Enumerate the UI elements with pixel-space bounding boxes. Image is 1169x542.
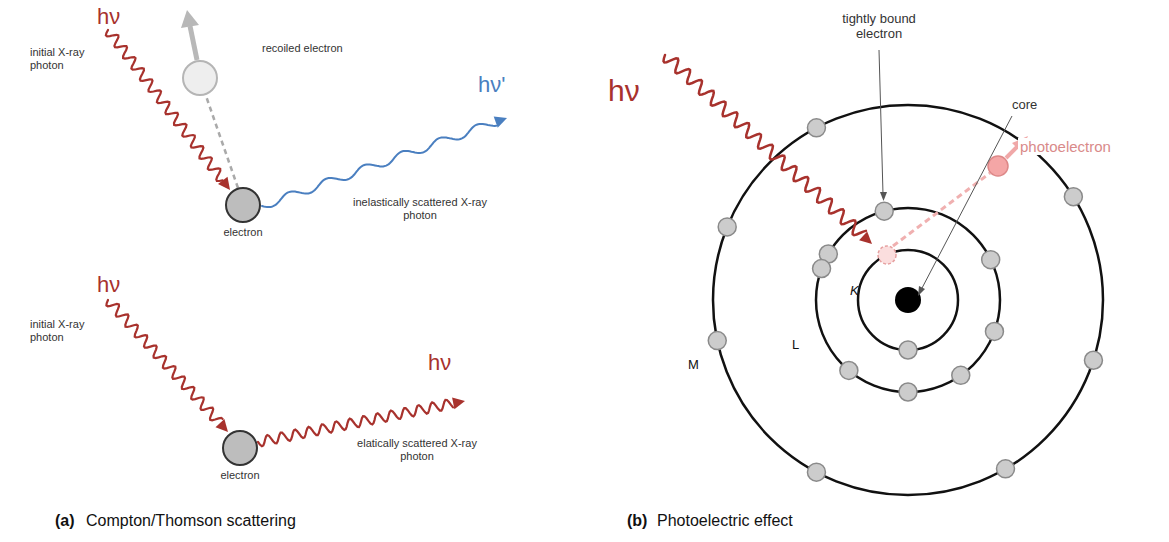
caption-tag: (b) xyxy=(627,512,647,530)
incident-photon xyxy=(106,300,222,420)
electron xyxy=(226,188,260,222)
nucleus-core xyxy=(895,287,921,313)
bound-electron xyxy=(813,260,831,278)
caption-tag: (a) xyxy=(55,512,75,530)
annotation: inelastically scattered X-ray photon xyxy=(345,196,495,221)
bound-electron xyxy=(807,463,825,481)
k-shell xyxy=(858,250,958,350)
incident-photon xyxy=(664,55,866,235)
bound-electron xyxy=(985,322,1003,340)
recoil-path xyxy=(206,96,238,188)
shell-electrons xyxy=(708,119,1102,481)
annotation: core xyxy=(1012,98,1037,113)
bound-electron xyxy=(1064,188,1082,206)
photoelectron-path xyxy=(893,173,990,246)
shell-name: L xyxy=(792,338,799,353)
photon-energy: hν xyxy=(97,272,120,297)
bound-electron xyxy=(899,341,917,359)
photoelectron-arrow xyxy=(1006,146,1018,158)
vacancy xyxy=(878,246,896,264)
annotation: photoelectron xyxy=(1018,138,1113,155)
scattered-photon-arrowhead xyxy=(494,116,507,127)
bound-electron xyxy=(718,218,736,236)
bound-electron xyxy=(875,202,893,220)
bound-electron xyxy=(952,366,970,384)
incident-photon-arrowhead xyxy=(218,177,230,190)
particle-name: electron xyxy=(210,469,270,482)
bound-electron xyxy=(997,460,1015,478)
recoil-arrow xyxy=(190,26,197,60)
leader-arrowhead xyxy=(918,286,925,296)
shell-name: M xyxy=(688,358,699,373)
bound-electron xyxy=(840,361,858,379)
scattered-photon xyxy=(262,124,496,207)
incident-photon xyxy=(106,30,223,181)
annotation: initial X-ray photon xyxy=(30,46,108,71)
annotation: recoiled electron xyxy=(262,42,343,55)
photon-waves xyxy=(106,30,872,446)
photon-energy: hν' xyxy=(478,72,505,97)
recoil-arrowhead xyxy=(181,10,199,28)
incident-photon-arrowhead xyxy=(216,419,229,432)
photon-energy: hν xyxy=(97,4,120,29)
bound-electron xyxy=(1084,351,1102,369)
particle-name: electron xyxy=(213,226,273,239)
photon-energy: hν xyxy=(608,74,640,109)
annotation: elatically scattered X-ray photon xyxy=(352,437,482,462)
annotation: initial X-ray photon xyxy=(30,318,108,343)
leader-arrowhead xyxy=(880,192,887,201)
photoelectron xyxy=(988,156,1008,176)
caption: Compton/Thomson scattering xyxy=(86,512,296,530)
scattered-photon-arrowhead xyxy=(452,397,465,409)
electron xyxy=(223,431,257,465)
incident-photon-arrowhead xyxy=(859,232,872,245)
caption: Photoelectric effect xyxy=(657,512,793,530)
annotation: tightly bound electron xyxy=(829,12,929,42)
bound-electron xyxy=(807,119,825,137)
l-shell xyxy=(816,208,1000,392)
photon-energy: hν xyxy=(428,350,451,375)
bound-electron xyxy=(708,332,726,350)
bound-electron xyxy=(982,251,1000,269)
m-shell xyxy=(713,105,1103,495)
shell-name: K xyxy=(850,284,859,299)
recoiled-electron xyxy=(183,61,217,95)
leader-line xyxy=(921,116,1012,290)
bound-electron xyxy=(899,383,917,401)
leader-line xyxy=(879,50,883,194)
